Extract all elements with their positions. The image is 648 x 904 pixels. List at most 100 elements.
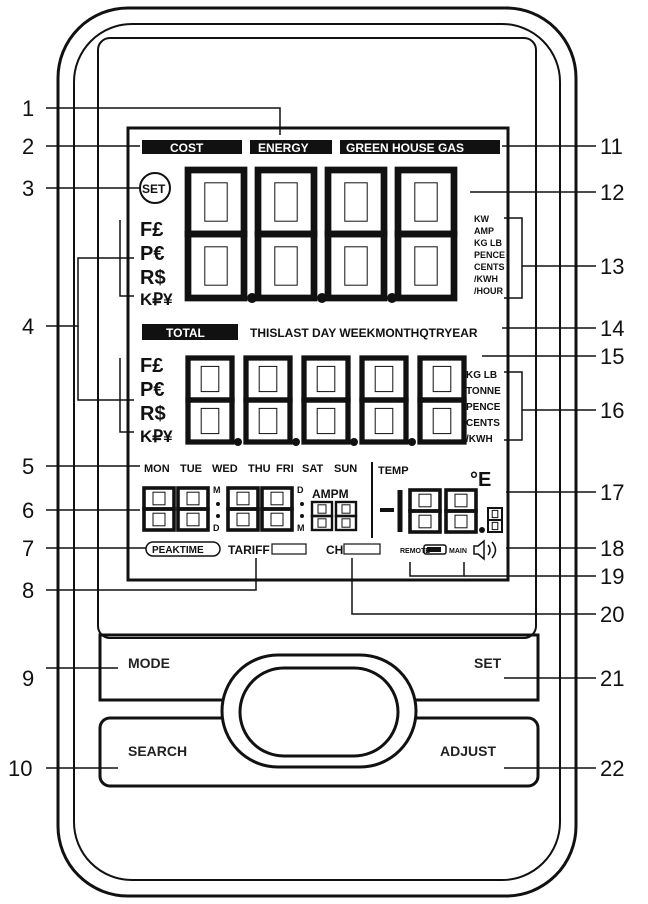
currency-4: K₽¥ [140, 290, 173, 309]
clock-colon-2 [216, 514, 220, 518]
unit-bottom-2: TONNE [466, 386, 501, 397]
bottom-decimal-1 [234, 438, 242, 446]
total-label: TOTAL [166, 326, 205, 340]
tariff-label: TARIFF [228, 543, 270, 557]
callout-21: 21 [600, 666, 624, 691]
clock-colon-3 [300, 502, 304, 506]
callout-12: 12 [600, 180, 624, 205]
bottom-digit-3 [301, 355, 351, 445]
temp-tenths [487, 507, 503, 533]
energy-label: ENERGY [258, 141, 309, 155]
mode-button[interactable]: MODE [128, 655, 170, 671]
callout-5: 5 [22, 454, 34, 479]
clock-d: D [213, 523, 220, 533]
clock-minute-1 [226, 486, 260, 532]
top-digit-4 [394, 166, 458, 302]
top-digit-1 [184, 166, 248, 302]
clock-colon-1 [216, 502, 220, 506]
period-labels: THISLAST DAY WEEKMONTHQTRYEAR [250, 326, 478, 340]
search-button[interactable]: SEARCH [128, 743, 187, 759]
callout-2: 2 [22, 134, 34, 159]
device-outer-frame [56, 6, 578, 898]
temp-label: TEMP [378, 465, 409, 477]
callout-3: 3 [22, 176, 34, 201]
leader-lines [46, 107, 596, 769]
top-decimal-3 [387, 293, 397, 303]
unit-bottom-5: /KWH [466, 434, 493, 445]
bottom-digit-1 [185, 355, 235, 445]
temp-digits [380, 488, 503, 534]
bottom-digit-5 [417, 355, 467, 445]
currency-7: R$ [140, 403, 166, 425]
display-bezel [97, 37, 537, 639]
temp-digit-1 [408, 488, 442, 534]
speaker-icon [473, 539, 497, 561]
callout-13: 13 [600, 254, 624, 279]
temp-digit-2 [444, 488, 478, 534]
top-digit-2 [254, 166, 318, 302]
clock-colon-4 [300, 514, 304, 518]
callout-15: 15 [600, 344, 624, 369]
callout-7: 7 [22, 536, 34, 561]
callout-8: 8 [22, 578, 34, 603]
bottom-digit-2 [243, 355, 293, 445]
tariff-indicator [271, 543, 307, 555]
units-bottom-group: KG LB TONNE PENCE CENTS/KWH [466, 370, 501, 445]
callout-16: 16 [600, 398, 624, 423]
bottom-decimal-2 [292, 438, 300, 446]
temp-decimal [479, 527, 485, 533]
upper-button-row [98, 633, 540, 702]
ghg-label: GREEN HOUSE GAS [346, 141, 464, 155]
unit-top-1: KW [474, 214, 489, 224]
device-inner-frame [73, 23, 561, 881]
weekday-fri: FRI [276, 463, 294, 475]
unit-bottom-1: KG LB [466, 370, 497, 381]
peaktime-label: PEAKTIME [152, 545, 204, 556]
clock-hour-2 [176, 486, 210, 532]
bottom-digit-4 [359, 355, 409, 445]
energy-bar [250, 140, 332, 154]
set-button[interactable]: SET [474, 655, 502, 671]
clock-d-top: D [297, 485, 304, 495]
currency-8: K₽¥ [140, 427, 173, 446]
currency-2: P€ [140, 243, 164, 265]
weekday-mon: MON [144, 463, 170, 475]
unit-top-7: /HOUR [474, 286, 504, 296]
top-decimal-1 [247, 293, 257, 303]
callout-9: 9 [22, 666, 34, 691]
ampm-label: AMPM [312, 487, 349, 501]
top-decimal-2 [317, 293, 327, 303]
unit-top-2: AMP [474, 226, 494, 236]
ch-label: CH [326, 543, 343, 557]
bottom-decimal-3 [350, 438, 358, 446]
unit-top-3: KG LB [474, 238, 502, 248]
clock-m-bottom: M [297, 523, 305, 533]
currency-1: F£ [140, 219, 163, 241]
set-icon-label: SET [142, 182, 166, 196]
center-button[interactable] [238, 666, 400, 758]
weekday-sat: SAT [302, 463, 323, 475]
callout-6: 6 [22, 498, 34, 523]
weekday-wed: WED [212, 463, 238, 475]
clock-second-1 [310, 500, 334, 532]
currency-3: R$ [140, 267, 166, 289]
unit-bottom-3: PENCE [466, 402, 501, 413]
callout-18: 18 [600, 536, 624, 561]
clock-minute-2 [260, 486, 294, 532]
remote-label: REMOTE [400, 548, 430, 555]
lcd-screen [126, 126, 510, 582]
callout-1: 1 [22, 96, 34, 121]
callout-17: 17 [600, 480, 624, 505]
peaktime-box [145, 541, 221, 557]
currency-5: F£ [140, 355, 163, 377]
unit-bottom-4: CENTS [466, 418, 500, 429]
battery-fill [427, 547, 441, 552]
unit-top-4: PENCE [474, 250, 505, 260]
clock-second-2 [334, 500, 358, 532]
callout-4: 4 [22, 314, 34, 339]
adjust-button[interactable]: ADJUST [440, 743, 496, 759]
weekday-thu: THU [248, 463, 271, 475]
